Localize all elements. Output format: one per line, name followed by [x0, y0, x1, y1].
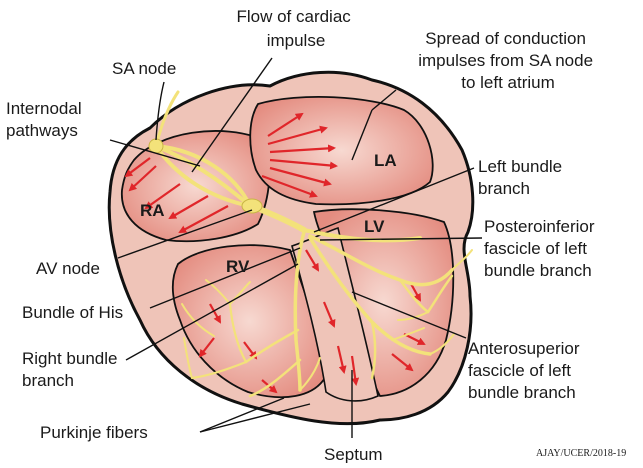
chamber-label-lv: LV — [364, 217, 385, 236]
chamber-label-ra: RA — [140, 201, 165, 220]
label-posteroinferior-fascicle: Posteroinferior fascicle of left bundle … — [484, 217, 599, 280]
label-septum: Septum — [324, 445, 383, 463]
label-sa-node: SA node — [112, 59, 176, 78]
chamber-label-la: LA — [374, 151, 397, 170]
label-internodal-pathways: Internodal pathways — [6, 99, 86, 140]
av-node — [242, 199, 262, 213]
label-left-bundle-branch: Left bundle branch — [478, 157, 567, 198]
label-spread-of-conduction: Spread of conduction impulses from SA no… — [418, 29, 598, 92]
credit-text: AJAY/UCER/2018-19 — [536, 448, 626, 459]
label-anterosuperior-fascicle: Anterosuperior fascicle of left bundle b… — [468, 339, 584, 402]
label-purkinje-fibers: Purkinje fibers — [40, 423, 148, 442]
sa-node — [149, 139, 163, 153]
label-right-bundle-branch: Right bundle branch — [22, 349, 122, 390]
label-av-node: AV node — [36, 259, 100, 278]
chamber-label-rv: RV — [226, 257, 250, 276]
label-bundle-of-his: Bundle of His — [22, 303, 123, 322]
label-flow-of-cardiac-impulse: Flow of cardiac impulse — [236, 7, 355, 50]
